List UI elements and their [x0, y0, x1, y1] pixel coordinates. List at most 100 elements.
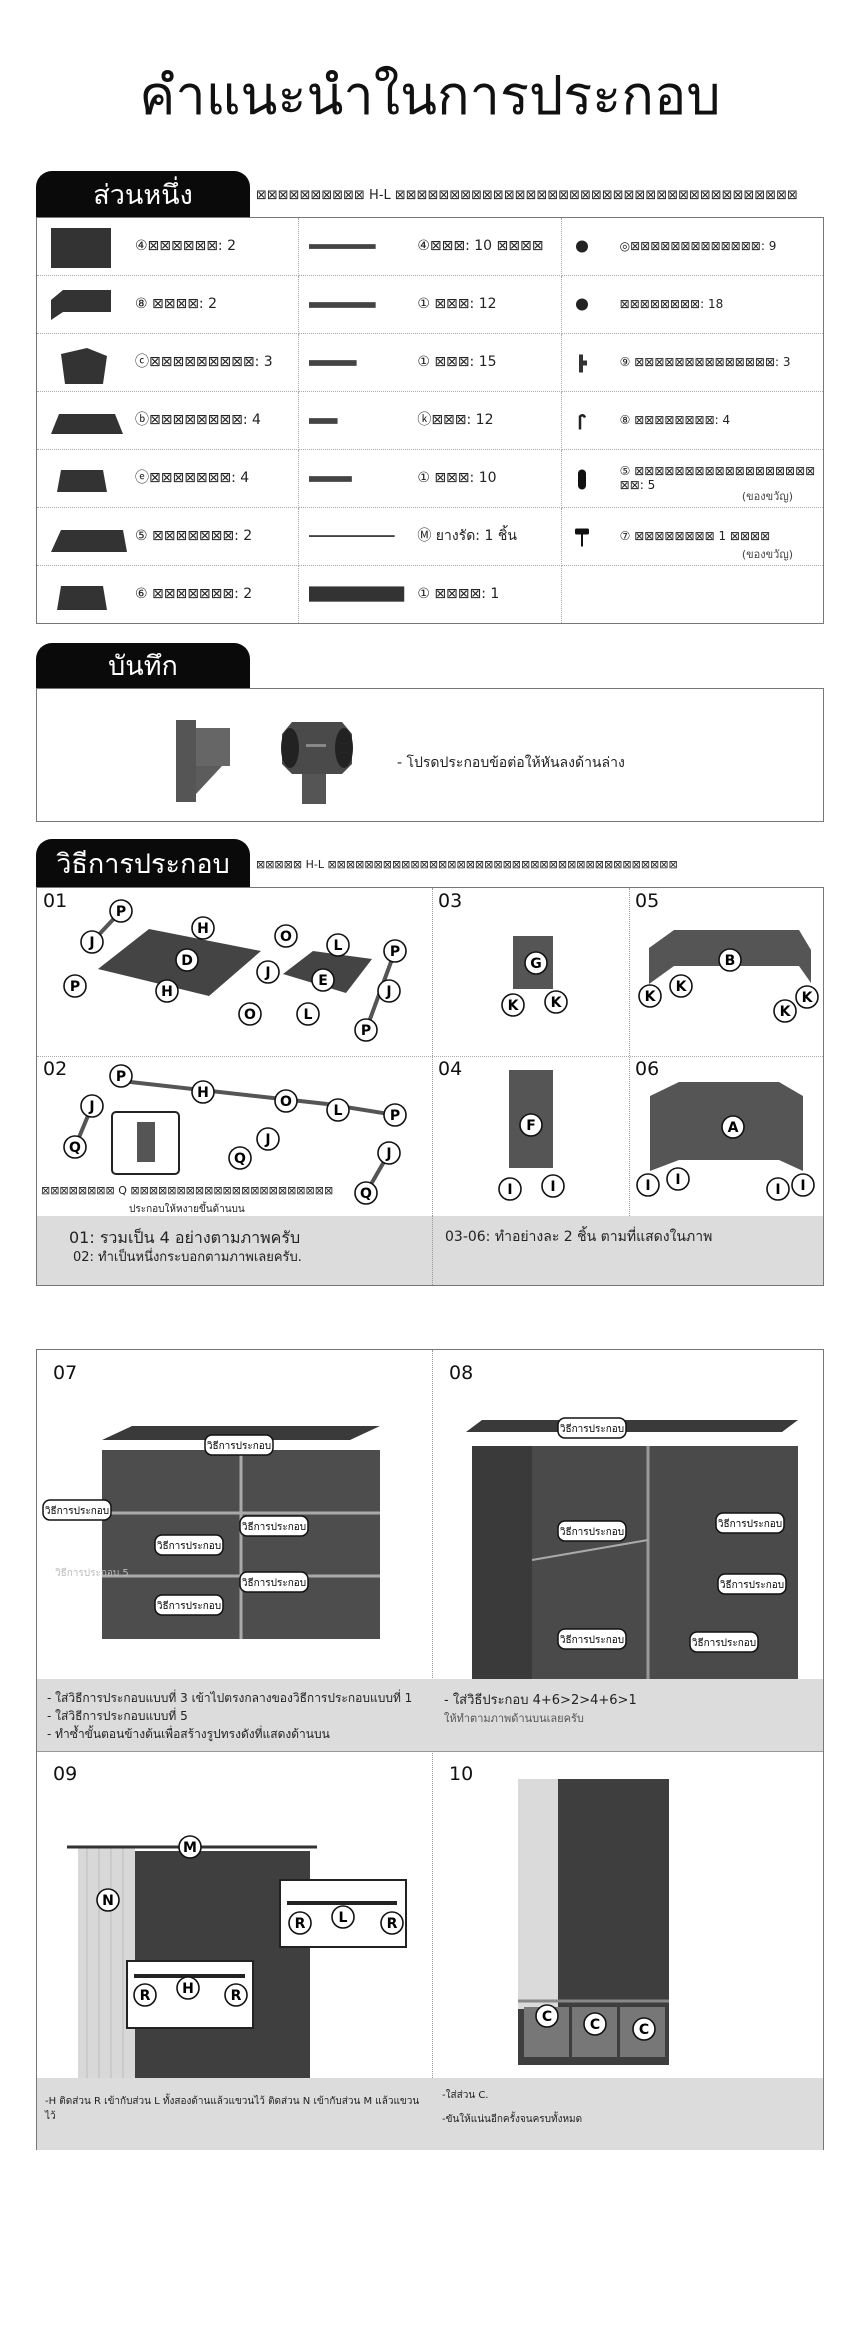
svg-text:วิธีการประกอบ: วิธีการประกอบ [559, 1423, 624, 1435]
parts-cell: Ⓜ ยางรัด: 1 ชิ้น [298, 507, 562, 566]
svg-text:O: O [280, 1094, 292, 1110]
section-tab-method: วิธีการประกอบ [36, 839, 250, 887]
svg-text:J: J [385, 984, 391, 1000]
part-icon [51, 529, 127, 552]
step-tag: วิธีการประกอบ [42, 1499, 112, 1521]
svg-text:C: C [590, 2017, 600, 2033]
svg-text:K: K [645, 989, 657, 1005]
footer-line: - ใส่วิธีการประกอบแบบที่ 3 เข้าไปตรงกลาง… [47, 1691, 413, 1705]
part-icon [578, 354, 587, 372]
callout-label: O [274, 1089, 298, 1113]
note-box: - โปรดประกอบข้อต่อให้หันลงด้านล่าง [36, 688, 824, 822]
callout-label: H [191, 1080, 215, 1104]
parts-cell: ① ⊠⊠⊠⊠: 1 [298, 565, 562, 624]
parts-cell: ⑦ ⊠⊠⊠⊠⊠⊠⊠⊠ 1 ⊠⊠⊠⊠(ของขวัญ) [560, 507, 825, 566]
step-09-footer: -H ติดส่วน R เข้ากับส่วน L ทั้งสองด้านแล… [37, 2078, 432, 2150]
footer-line: - ใส่วิธีประกอบ 4+6>2>4+6>1 [444, 1693, 637, 1708]
footer-line: 03-06: ทำอย่างละ 2 ชิ้น ตามที่แสดงในภาพ [445, 1229, 713, 1245]
svg-text:R: R [387, 1916, 398, 1932]
callout-label: M [178, 1835, 202, 1859]
callout-label: O [238, 1002, 262, 1026]
t-connector-icon [176, 720, 230, 802]
step-number: 08 [449, 1362, 474, 1384]
svg-text:I: I [507, 1182, 512, 1198]
svg-text:L: L [339, 1910, 348, 1926]
footer-line: 01: รวมเป็น 4 อย่างตามภาพครับ [69, 1228, 301, 1247]
part-label: ⓚ⊠⊠⊠: 12 [417, 412, 494, 429]
parts-cell: ⑥ ⊠⊠⊠⊠⊠⊠⊠: 2 [35, 565, 300, 624]
part-label: ⑧ ⊠⊠⊠⊠⊠⊠⊠⊠: 4 [619, 412, 731, 427]
callout-label: L [331, 1905, 355, 1929]
parts-cell: ① ⊠⊠⊠: 15 [298, 333, 562, 392]
parts-subtitle: ⊠⊠⊠⊠⊠⊠⊠⊠⊠⊠ H-L ⊠⊠⊠⊠⊠⊠⊠⊠⊠⊠⊠⊠⊠⊠⊠⊠⊠⊠⊠⊠⊠⊠⊠⊠⊠… [256, 188, 798, 203]
callout-label: L [326, 1098, 350, 1122]
svg-text:J: J [264, 965, 270, 981]
svg-text:P: P [390, 944, 400, 960]
svg-text:P: P [116, 904, 126, 920]
svg-text:J: J [385, 1146, 391, 1162]
part-label: ① ⊠⊠⊠: 10 [417, 470, 497, 487]
footer-line: - ใส่วิธีการประกอบแบบที่ 5 [47, 1709, 188, 1723]
part-label: Ⓜ ยางรัด: 1 ชิ้น [417, 528, 517, 545]
part-label: ⓔ⊠⊠⊠⊠⊠⊠⊠: 4 [135, 470, 250, 487]
callout-label: R [133, 1983, 157, 2007]
svg-text:I: I [645, 1178, 650, 1194]
svg-text:J: J [88, 1099, 94, 1115]
callout-label: E [311, 968, 335, 992]
callout-label: O [274, 924, 298, 948]
step-tag: วิธีการประกอบ [557, 1417, 627, 1439]
step-number: 07 [53, 1362, 78, 1384]
svg-text:E: E [318, 973, 328, 989]
svg-text:I: I [675, 1172, 680, 1188]
footer-line: -H ติดส่วน R เข้ากับส่วน L ทั้งสองด้านแล… [45, 2096, 420, 2122]
step-tag: วิธีการประกอบ [154, 1534, 224, 1556]
svg-text:G: G [530, 956, 542, 972]
callout-label: C [632, 2017, 656, 2041]
callout-label: H [191, 916, 215, 940]
step-tag: วิธีการประกอบ [204, 1434, 274, 1456]
part-icon [57, 469, 107, 492]
part-icon [61, 347, 107, 384]
step-number: 05 [635, 890, 660, 912]
footer-line: -ขันให้แน่นอีกครั้งจนครบทั้งหมด [442, 2114, 583, 2125]
step-08-illustration: วิธีการประกอบวิธีการประกอบวิธีการประกอบว… [466, 1417, 798, 1679]
svg-text:K: K [508, 998, 520, 1014]
step-number: 06 [635, 1058, 660, 1080]
callout-label: P [63, 974, 87, 998]
callout-label: I [666, 1167, 690, 1191]
part-label: ⓑ⊠⊠⊠⊠⊠⊠⊠⊠: 4 [135, 412, 261, 429]
parts-cell: ⓚ⊠⊠⊠: 12 [298, 391, 562, 450]
callout-label: J [80, 930, 104, 954]
part-icon [309, 243, 376, 249]
part-icon [309, 585, 405, 602]
parts-cell: ④⊠⊠⊠: 10 ⊠⊠⊠⊠ [298, 217, 562, 276]
callout-label: J [377, 979, 401, 1003]
svg-text:R: R [140, 1988, 151, 2004]
note-text: - โปรดประกอบข้อต่อให้หันลงด้านล่าง [397, 755, 625, 771]
svg-text:I: I [775, 1182, 780, 1198]
step-08-footer: - ใส่วิธีประกอบ 4+6>2>4+6>1 ให้ทำตามภาพด… [432, 1679, 823, 1751]
parts-cell: ⊠⊠⊠⊠⊠⊠⊠⊠: 18 [560, 275, 825, 334]
part-label: ① ⊠⊠⊠: 15 [417, 354, 497, 371]
callout-label: J [377, 1141, 401, 1165]
callout-label: I [636, 1173, 660, 1197]
section-tab-parts: ส่วนหนึ่ง [36, 171, 250, 217]
callout-label: D [175, 948, 199, 972]
callout-label: K [795, 985, 819, 1009]
svg-text:วิธีการประกอบ: วิธีการประกอบ [559, 1634, 624, 1646]
step-number: 02 [43, 1058, 68, 1080]
callout-label: K [501, 993, 525, 1017]
parts-cell: ① ⊠⊠⊠: 10 [298, 449, 562, 508]
svg-text:K: K [551, 995, 563, 1011]
callout-label: P [109, 899, 133, 923]
svg-text:F: F [526, 1118, 536, 1134]
part-label: ⑦ ⊠⊠⊠⊠⊠⊠⊠⊠ 1 ⊠⊠⊠⊠ [619, 528, 771, 543]
